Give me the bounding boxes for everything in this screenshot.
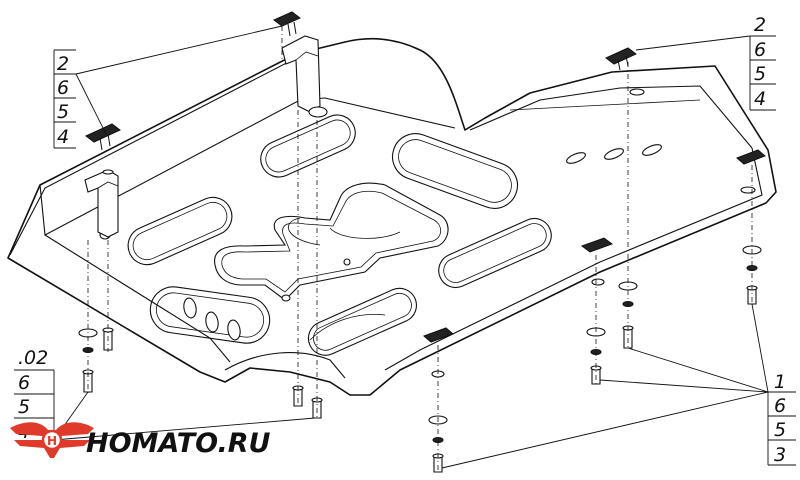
- bracket-center: [281, 35, 328, 118]
- callout-label: 6: [754, 39, 766, 61]
- svg-text:H: H: [47, 434, 57, 448]
- callout-label: 6: [18, 372, 30, 394]
- plate-outline: [7, 37, 777, 396]
- callout-label: 5: [57, 101, 69, 123]
- callout-label: 4: [57, 126, 69, 148]
- axis-lines: [87, 26, 753, 472]
- callout-top-left: 2 6 5 4: [53, 25, 283, 149]
- clip-top-right: [605, 47, 637, 71]
- callout-label: 4: [754, 88, 766, 110]
- callout-label: .02: [18, 347, 48, 369]
- callout-label: 1: [774, 371, 786, 393]
- callout-label: 2: [754, 14, 766, 36]
- callout-label: 3: [774, 444, 786, 466]
- skid-plate: [7, 37, 777, 396]
- callout-label: 5: [18, 396, 30, 418]
- winged-emblem-icon: H: [10, 422, 94, 458]
- callout-bottom-right: 1 6 5 3: [441, 303, 796, 469]
- callout-label: 5: [774, 419, 786, 441]
- homato-logo: H HOMATO.RU: [10, 422, 271, 459]
- callout-label: 6: [57, 77, 69, 99]
- bracket-left: [84, 169, 119, 238]
- callout-label: 5: [754, 63, 766, 85]
- callout-label: 2: [57, 53, 69, 75]
- callout-top-right: 2 6 5 4: [635, 14, 776, 111]
- callout-bottom-left: .02 6 5 4: [14, 347, 316, 443]
- logo-text: HOMATO.RU: [86, 428, 271, 459]
- callout-label: 6: [774, 395, 786, 417]
- clip-top-center: [273, 11, 301, 37]
